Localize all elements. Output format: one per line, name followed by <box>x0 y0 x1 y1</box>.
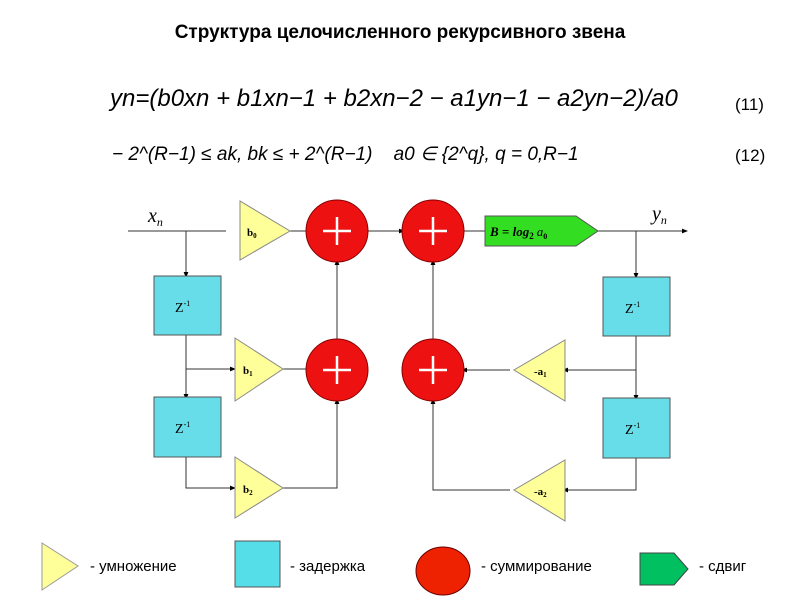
input-label: xn <box>147 205 163 229</box>
gain-minus-a2: -a2 <box>513 459 566 522</box>
legend: - умножение - задержка - суммирование - … <box>41 540 747 596</box>
delay-y1: Z-1 <box>602 276 671 337</box>
svg-text:- умножение: - умножение <box>90 558 177 575</box>
svg-text:-a1: -a1 <box>534 366 547 379</box>
legend-delay: - задержка <box>234 540 366 588</box>
svg-text:- суммирование: - суммирование <box>481 558 592 575</box>
svg-text:Z-1: Z-1 <box>625 421 640 438</box>
svg-text:Z-1: Z-1 <box>175 420 190 437</box>
legend-sum: - суммирование <box>415 546 592 596</box>
gain-b2: b2 <box>234 456 284 519</box>
delay-x1: Z-1 <box>153 275 222 336</box>
summer-bottom-left <box>305 338 369 402</box>
svg-text:-a2: -a2 <box>534 486 547 499</box>
legend-shift: - сдвиг <box>639 552 747 586</box>
gain-b0: b0 <box>239 200 291 261</box>
page-title: Структура целочисленного рекурсивного зв… <box>174 22 626 43</box>
equation-12-number: (12) <box>735 146 766 165</box>
svg-text:- сдвиг: - сдвиг <box>699 558 747 575</box>
legend-multiply: - умножение <box>41 542 177 591</box>
equation-11: yn=(b0xn + b1xn−1 + b2xn−2 − a1yn−1 − a2… <box>110 85 678 112</box>
svg-text:- задержка: - задержка <box>290 558 366 575</box>
svg-text:Z-1: Z-1 <box>175 299 190 316</box>
equation-12: − 2^(R−1) ≤ ak, bk ≤ + 2^(R−1) a0 ∈ {2^q… <box>112 144 579 165</box>
summer-bottom-right <box>401 338 465 402</box>
svg-text:Z-1: Z-1 <box>625 300 640 317</box>
svg-text:b0: b0 <box>247 227 257 240</box>
equation-11-number: (11) <box>735 95 764 114</box>
gain-minus-a1: -a1 <box>513 339 566 402</box>
svg-text:b1: b1 <box>243 365 253 378</box>
gain-b1: b1 <box>234 337 284 402</box>
svg-text:b2: b2 <box>243 484 253 497</box>
delay-y2: Z-1 <box>602 397 671 459</box>
summer-top-right <box>401 199 465 263</box>
delay-x2: Z-1 <box>153 396 222 458</box>
output-label: yn <box>650 203 667 227</box>
summer-top-left <box>305 199 369 263</box>
